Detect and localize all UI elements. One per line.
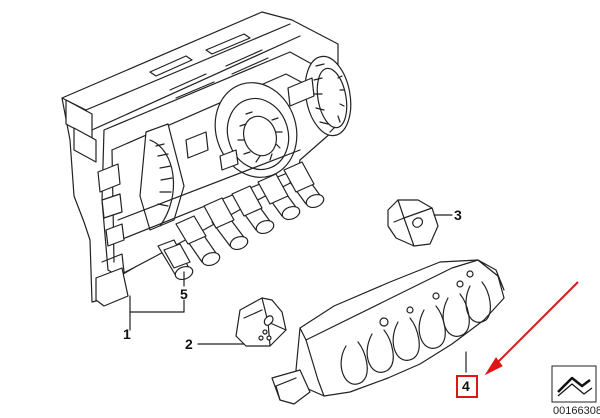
highlight-arrow [484, 281, 579, 376]
drawing-logo-icon [551, 365, 597, 403]
part-label-2: 2 [185, 336, 193, 352]
part-3-cover-cap [387, 199, 439, 247]
part-label-3: 3 [454, 207, 462, 223]
leader-lines [129, 214, 467, 373]
part-label-5: 5 [180, 286, 188, 302]
climate-control-unit [61, 11, 352, 307]
drawing-code: 00166308 [553, 405, 600, 417]
leader-line-1 [129, 311, 185, 331]
part-4-trim-bezel[interactable] [271, 259, 505, 405]
highlight-box [456, 375, 478, 398]
part-2-cover-cap [235, 297, 287, 347]
part-label-4[interactable]: 4 [462, 378, 470, 394]
part-label-1: 1 [123, 326, 131, 342]
